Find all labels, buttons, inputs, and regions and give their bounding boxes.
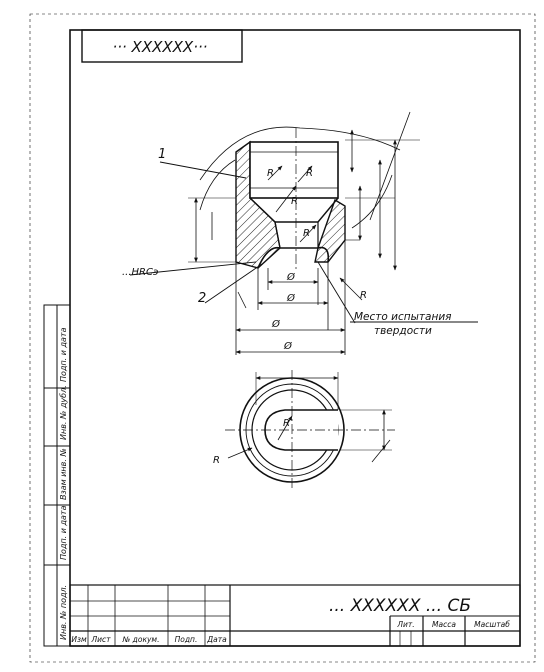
section-labels: 1 2 ...HRCэ Место испытания твердости R …: [122, 147, 451, 352]
side-field-3: Инв. № дубл.: [59, 385, 68, 440]
radius-label: R: [213, 455, 220, 466]
callout-part-1: 1: [158, 147, 166, 162]
hatched-section-right: [314, 198, 346, 263]
side-field-2: Взам инв. №: [59, 448, 68, 500]
col-list: Лист: [90, 635, 111, 644]
side-stamp: [43, 304, 71, 647]
callout-hardness: ...HRCэ: [122, 267, 158, 278]
hdr-lit: Лит.: [396, 620, 414, 629]
diameter-label: Ø: [271, 318, 281, 330]
section-view: [129, 111, 478, 355]
hdr-massa: Масса: [432, 620, 456, 629]
radius-label: R: [283, 418, 290, 429]
diameter-label: Ø: [286, 292, 296, 304]
radius-label: R: [267, 168, 274, 179]
col-data: Дата: [206, 635, 227, 644]
diameter-label: Ø: [286, 271, 296, 283]
corner-stamp: ··· XXXXXX···: [81, 29, 243, 63]
corner-stamp-text: ··· XXXXXX···: [112, 38, 207, 56]
diameter-label: Ø: [283, 340, 293, 352]
col-dokum: № докум.: [122, 635, 160, 644]
plan-labels: R R: [213, 418, 290, 466]
side-stamp-labels: Подп. и дата Взам инв. № Инв. № дубл. По…: [59, 327, 68, 640]
radius-label: R: [303, 228, 310, 239]
title-block-labels: Изм Лист № докум. Подп. Дата Лит. Масса …: [71, 620, 510, 644]
title-code: ... XXXXXX ... СБ: [329, 596, 471, 616]
callout-part-2: 2: [198, 291, 206, 306]
side-field-1: Подп. и дата: [59, 327, 68, 382]
callout-test-place-2: твердости: [374, 325, 432, 337]
col-izm: Изм: [71, 635, 87, 644]
col-podp: Подп.: [175, 635, 198, 644]
side-field-4: Подп. и дата: [59, 505, 68, 560]
sheet-frame: [29, 13, 536, 663]
radius-label: R: [306, 168, 313, 179]
hdr-masshtab: Масштаб: [474, 620, 510, 629]
radius-label: R: [291, 196, 298, 207]
callout-test-place-1: Место испытания: [354, 311, 451, 323]
side-field-5: Инв. № подл.: [59, 585, 68, 640]
title-block-grid: [69, 584, 521, 647]
radius-label: R: [360, 290, 367, 301]
plan-view: [225, 370, 395, 490]
